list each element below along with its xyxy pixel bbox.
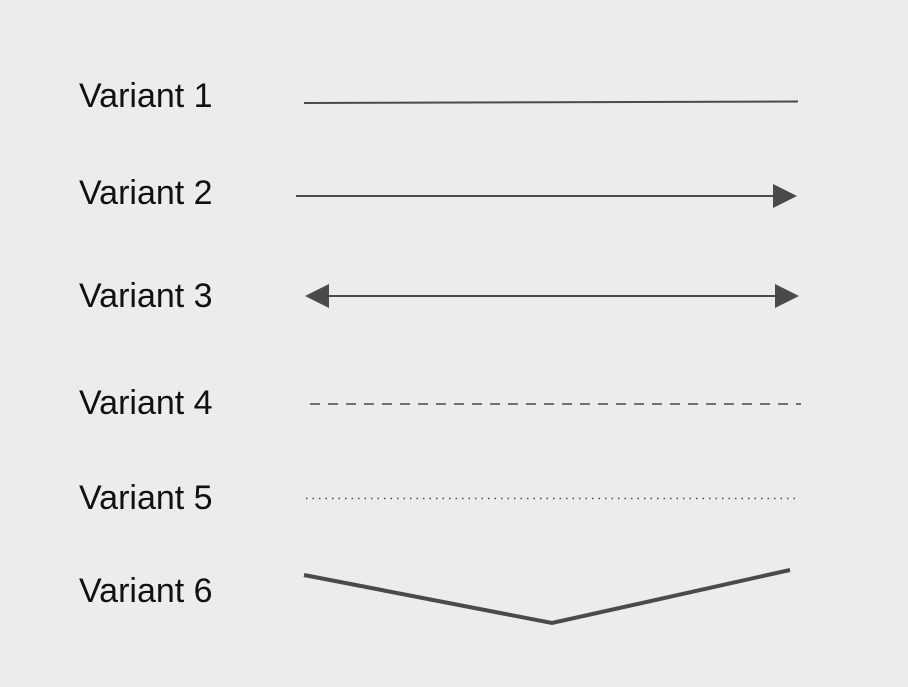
variant-4-label: Variant 4 — [79, 384, 213, 422]
variant-5-label: Variant 5 — [79, 479, 213, 517]
variant-6-v-line — [303, 568, 791, 626]
variant-2-arrowhead-right — [773, 184, 797, 208]
variant-3-arrowhead-left — [305, 284, 329, 308]
variant-1-label: Variant 1 — [79, 77, 213, 115]
variant-6-label: Variant 6 — [79, 572, 213, 610]
variant-2-label: Variant 2 — [79, 174, 213, 212]
variant-3-arrowhead-right — [775, 284, 799, 308]
variant-1-solid-line — [303, 100, 799, 104]
variant-3-label: Variant 3 — [79, 277, 213, 315]
